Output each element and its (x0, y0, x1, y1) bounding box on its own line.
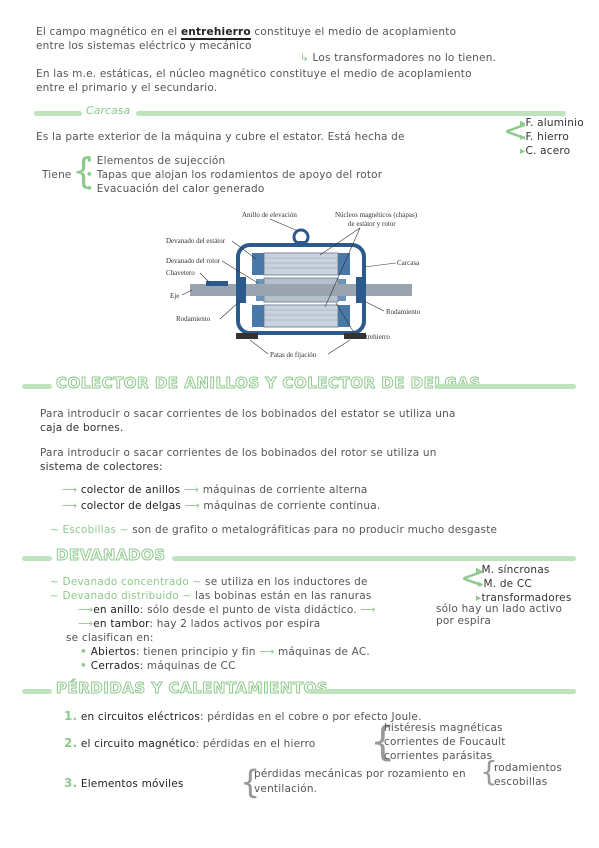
colector-p1-line1: Para introducir o sacar corrientes de lo… (40, 408, 456, 420)
keyway-shape (206, 281, 228, 286)
material-acero: ▸C. acero (520, 145, 571, 157)
tiene-item-3: Evacuación del calor generado (86, 183, 265, 195)
colector-p2-line1: Para introducir o sacar corrientes de lo… (40, 447, 437, 459)
en-anillo-row: ⟶en anillo: sólo desde el punto de vista… (78, 604, 376, 616)
label-dev-rotor: Devanado del rotor (166, 257, 221, 265)
cerrados-row: Cerrados: máquinas de CC (80, 660, 236, 672)
bearing-right-shape (356, 277, 366, 303)
perdidas-hierro-brace: { (370, 719, 396, 765)
en-anillo-note-2: por espira (436, 615, 492, 627)
colector-line-left (22, 384, 52, 389)
rozamiento-rodamientos: rodamientos (494, 762, 563, 774)
label-patas: Patas de fijación (270, 351, 317, 359)
stator-core-bottom (263, 304, 339, 328)
tiene-item-2: Tapas que alojan los rodamientos de apoy… (86, 169, 382, 181)
tiene-label: Tiene (42, 169, 72, 181)
moviles-brace: { (240, 763, 261, 801)
entrehierro-term: entrehierro (180, 26, 251, 40)
colector-anillos-row: ⟶ colector de anillos ⟶ máquinas de corr… (62, 484, 368, 496)
label-nucleos-2: de estátor y rotor (348, 220, 396, 228)
moviles-mecanicas: pérdidas mecánicas por rozamiento en (254, 768, 466, 780)
devanado-distribuido-row: ~ Devanado distribuido ~ las bobinas est… (50, 590, 372, 602)
materials-brace: < (503, 114, 529, 149)
abiertos-row: Abiertos: tienen principio y fin ⟶ máqui… (80, 646, 370, 658)
perdidas-title: PÉRDIDAS Y CALENTAMIENTOS (55, 679, 329, 698)
material-aluminio: ▸F. aluminio (520, 117, 584, 129)
perdidas-item-2: 2. el circuito magnético: pérdidas en el… (64, 736, 316, 750)
clasifican-label: se clasifican en: (66, 632, 154, 644)
label-entrehierro: Entrehierro (358, 333, 390, 341)
colector-delgas-row: ⟶ colector de delgas ⟶ máquinas de corri… (62, 500, 381, 512)
label-anillo: Anillo de elevación (242, 211, 297, 219)
label-chavetero: Chavetero (166, 269, 195, 277)
stator-core-top (263, 252, 339, 276)
carcasa-title: Carcasa (86, 104, 131, 117)
perdidas-item-1: 1. en circuitos eléctricos: pérdidas en … (64, 709, 422, 723)
carcasa-line-left (34, 111, 82, 116)
stator-winding-left-bottom (252, 305, 264, 327)
colector-p2-line2: sistema de colectores: (40, 461, 163, 473)
inductor-transformadores: ▸transformadores (476, 592, 572, 604)
material-hierro: ▸F. hierro (520, 131, 569, 143)
devanados-title: DEVANADOS (56, 546, 166, 565)
foot-left-shape (236, 333, 258, 339)
carcasa-desc: Es la parte exterior de la máquina y cub… (36, 131, 405, 143)
label-rodamiento-l: Rodamiento (176, 315, 211, 323)
colector-p1-line2: caja de bornes. (40, 422, 124, 434)
intro-transformer-note: ↳ Los transformadores no lo tienen. (300, 52, 497, 64)
escobillas-row: ~ Escobillas ~ son de grafito o metalogr… (50, 524, 498, 536)
label-dev-estator: Devanado del estátor (166, 237, 226, 245)
colector-line-right (436, 384, 576, 389)
label-eje: Eje (170, 292, 179, 300)
bearing-left-shape (236, 277, 246, 303)
perdidas-line-left (22, 689, 52, 694)
hierro-parasitas: corrientes parásitas (384, 750, 493, 762)
rozamiento-escobillas: escobillas (494, 776, 548, 788)
devanados-line-left (22, 556, 52, 561)
label-carcasa: Carcasa (397, 259, 420, 267)
intro-line-4: entre el primario y el secundario. (36, 82, 218, 94)
intro-line-1: El campo magnético en el entrehierro con… (36, 26, 457, 40)
tiene-item-1: Elementos de sujección (86, 155, 225, 167)
inductor-cc: ▸M. de CC (478, 578, 532, 590)
perdidas-line-right (308, 689, 576, 694)
colector-title: COLECTOR DE ANILLOS Y COLECTOR DE DELGAS (56, 374, 481, 393)
en-anillo-note-1: sólo hay un lado activo (436, 603, 563, 615)
inductores-brace: < (460, 561, 486, 596)
label-nucleos-1: Núcleos magnéticos (chapas) (335, 211, 418, 219)
foot-right-shape (344, 333, 366, 339)
devanado-concentrado-row: ~ Devanado concentrado ~ se utiliza en l… (50, 576, 368, 588)
en-tambor-row: ⟶en tambor: hay 2 lados activos por espi… (78, 618, 321, 630)
perdidas-item-3: 3. Elementos móviles (64, 776, 184, 790)
hierro-foucault: corrientes de Foucault (384, 736, 506, 748)
inductor-sincronas: ▸M. síncronas (476, 564, 550, 576)
devanados-line-right (172, 556, 576, 561)
stator-winding-left-top (252, 253, 264, 275)
rozamiento-brace: { (480, 755, 498, 788)
hierro-histeresis: histéresis magnéticas (384, 722, 503, 734)
intro-line-2: entre los sistemas eléctrico y mecánico (36, 40, 252, 52)
intro-line-3: En las m.e. estáticas, el núcleo magnéti… (36, 68, 472, 80)
machine-figure: Anillo de elevación Núcleos magnéticos (… (166, 211, 421, 359)
moviles-ventilacion: ventilación. (254, 783, 318, 795)
label-rodamiento-r: Rodamiento (386, 308, 421, 316)
carcasa-line-right (136, 111, 566, 116)
